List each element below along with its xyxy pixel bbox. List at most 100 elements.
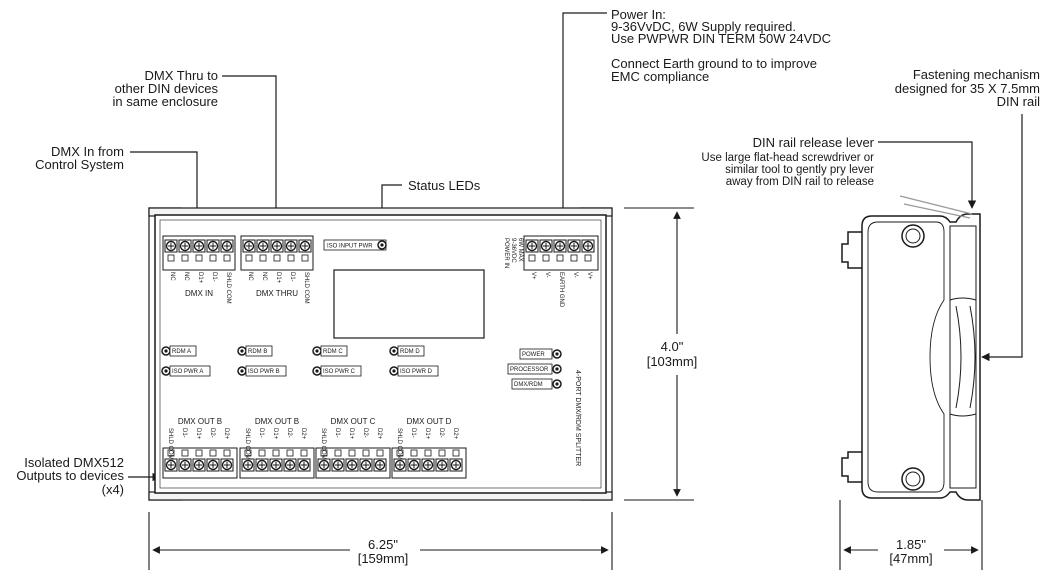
svg-text:ISO PWR D: ISO PWR D [400,369,433,375]
pin-label: SHLD COM [396,428,402,460]
pin-label: EARTH GND [558,272,564,308]
svg-text:PROCESSOR: PROCESSOR [510,367,549,373]
svg-text:9-36VDC: 9-36VDC [510,238,516,263]
output-label: DMX OUT C [331,417,376,426]
dimension-lines [148,207,983,570]
status-led: ISO PWR C [312,365,362,377]
terminal-screw [270,239,284,262]
terminal-screw [317,449,331,472]
svg-text:POWER: POWER [522,352,545,358]
svg-text:away from DIN rail to release: away from DIN rail to release [726,176,874,188]
terminal-screw [206,449,220,472]
svg-text:Use large flat-head screwdrive: Use large flat-head screwdriver or [701,152,874,164]
din-release-callout: DIN rail release lever Use large flat-he… [701,135,874,188]
svg-text:Isolated DMX512: Isolated DMX512 [24,455,124,470]
pin-label: D1- [289,272,295,282]
terminal-screw [256,239,270,262]
svg-text:ISO INPUT PWR: ISO INPUT PWR [327,244,373,250]
svg-text:ISO PWR C: ISO PWR C [323,369,356,375]
terminal-screw [283,449,297,472]
terminal-screw [298,239,312,262]
dimension-labels: 4.0" [103mm] 6.25" [159mm] 1.85" [47mm] [358,339,933,566]
status-led: ISO PWR A [161,365,211,377]
svg-text:in same enclosure: in same enclosure [113,94,219,109]
svg-text:Control System: Control System [35,157,124,172]
terminal-screw [178,239,192,262]
pin-label: NC [261,272,267,281]
pin-label: D1+ [272,428,278,440]
pin-label: D1- [334,428,340,438]
output-label: DMX OUT D [407,417,452,426]
terminal-screw [269,449,283,472]
svg-text:DIN rail: DIN rail [997,94,1040,109]
terminal-screw [284,239,298,262]
fastening-callout: Fastening mechanism designed for 35 X 7.… [895,67,1040,109]
dmx-thru-terminal [240,235,314,271]
svg-text:9-36VvDC, 6W Supply required.: 9-36VvDC, 6W Supply required. [611,19,796,34]
power-terminal [523,235,599,271]
width-inches: 6.25" [368,537,398,552]
isolated-outputs-callout: Isolated DMX512 Outputs to devices (x4) [16,455,124,497]
status-led: ISO PWR D [389,365,439,377]
terminal-screw [393,449,407,472]
pin-label: NC [247,272,253,281]
terminal-screw [539,239,553,262]
svg-text:similar tool to gently pry lev: similar tool to gently pry lever [725,164,874,176]
terminal-screw [297,449,311,472]
device-front-view [148,207,613,501]
terminal-screw [407,449,421,472]
svg-text:Power In:: Power In: [611,7,666,22]
status-leds-callout: Status LEDs [408,178,481,193]
power-in-callout: Power In: 9-36VvDC, 6W Supply required. … [611,7,831,84]
pin-label: SHLD COM [303,272,309,304]
power-block-labels: POWER IN 9-36VDC 6W MAX [503,238,523,268]
svg-text:(x4): (x4) [102,482,124,497]
dmx-thru-callout: DMX Thru to other DIN devices in same en… [113,68,219,109]
iso-input-pwr-led: ISO INPUT PWR [323,239,387,251]
device-side-view [841,195,981,501]
svg-text:Connect Earth ground to to imp: Connect Earth ground to to improve [611,56,817,71]
svg-text:RDM C: RDM C [323,349,343,355]
svg-text:POWER IN: POWER IN [503,238,509,268]
status-indicator: PROCESSOR [507,363,562,375]
status-led: RDM C [312,345,348,357]
pin-label: D1- [410,428,416,438]
dmx-in-callout: DMX In from Control System [35,144,124,172]
pin-label: D1+ [348,428,354,440]
terminal-screw [359,449,373,472]
pin-label: D1+ [424,428,430,440]
terminal-screw [220,239,234,262]
pin-label: D1+ [195,428,201,440]
terminal-screw [421,449,435,472]
depth-mm: [47mm] [889,551,932,566]
pin-label: SHLD COM [320,428,326,460]
terminal-screw [241,449,255,472]
pin-label: V- [572,272,578,278]
svg-text:DIN rail release lever: DIN rail release lever [753,135,875,150]
status-led: RDM A [161,345,197,357]
pin-label: D2+ [300,428,306,440]
pin-label: D2+ [452,428,458,440]
svg-text:RDM B: RDM B [248,349,267,355]
svg-text:Use PWPWR DIN TERM 50W 24VDC: Use PWPWR DIN TERM 50W 24VDC [611,31,831,46]
terminal-screw [331,449,345,472]
pin-label: V- [544,272,550,278]
pin-label: D1- [211,272,217,282]
pin-label: V+ [586,272,592,280]
svg-text:ISO PWR A: ISO PWR A [172,369,203,375]
status-indicator: DMX/RDM [511,378,562,390]
status-indicator: POWER [519,348,562,360]
svg-text:EMC compliance: EMC compliance [611,69,709,84]
depth-inches: 1.85" [896,537,926,552]
terminal-screw [553,239,567,262]
height-mm: [103mm] [647,354,698,369]
pin-label: NC [169,272,175,281]
terminal-screw [242,239,256,262]
terminal-screw [164,239,178,262]
svg-text:ISO PWR B: ISO PWR B [248,369,280,375]
pin-label: D2- [362,428,368,438]
terminal-screw [255,449,269,472]
pin-label: D1- [258,428,264,438]
